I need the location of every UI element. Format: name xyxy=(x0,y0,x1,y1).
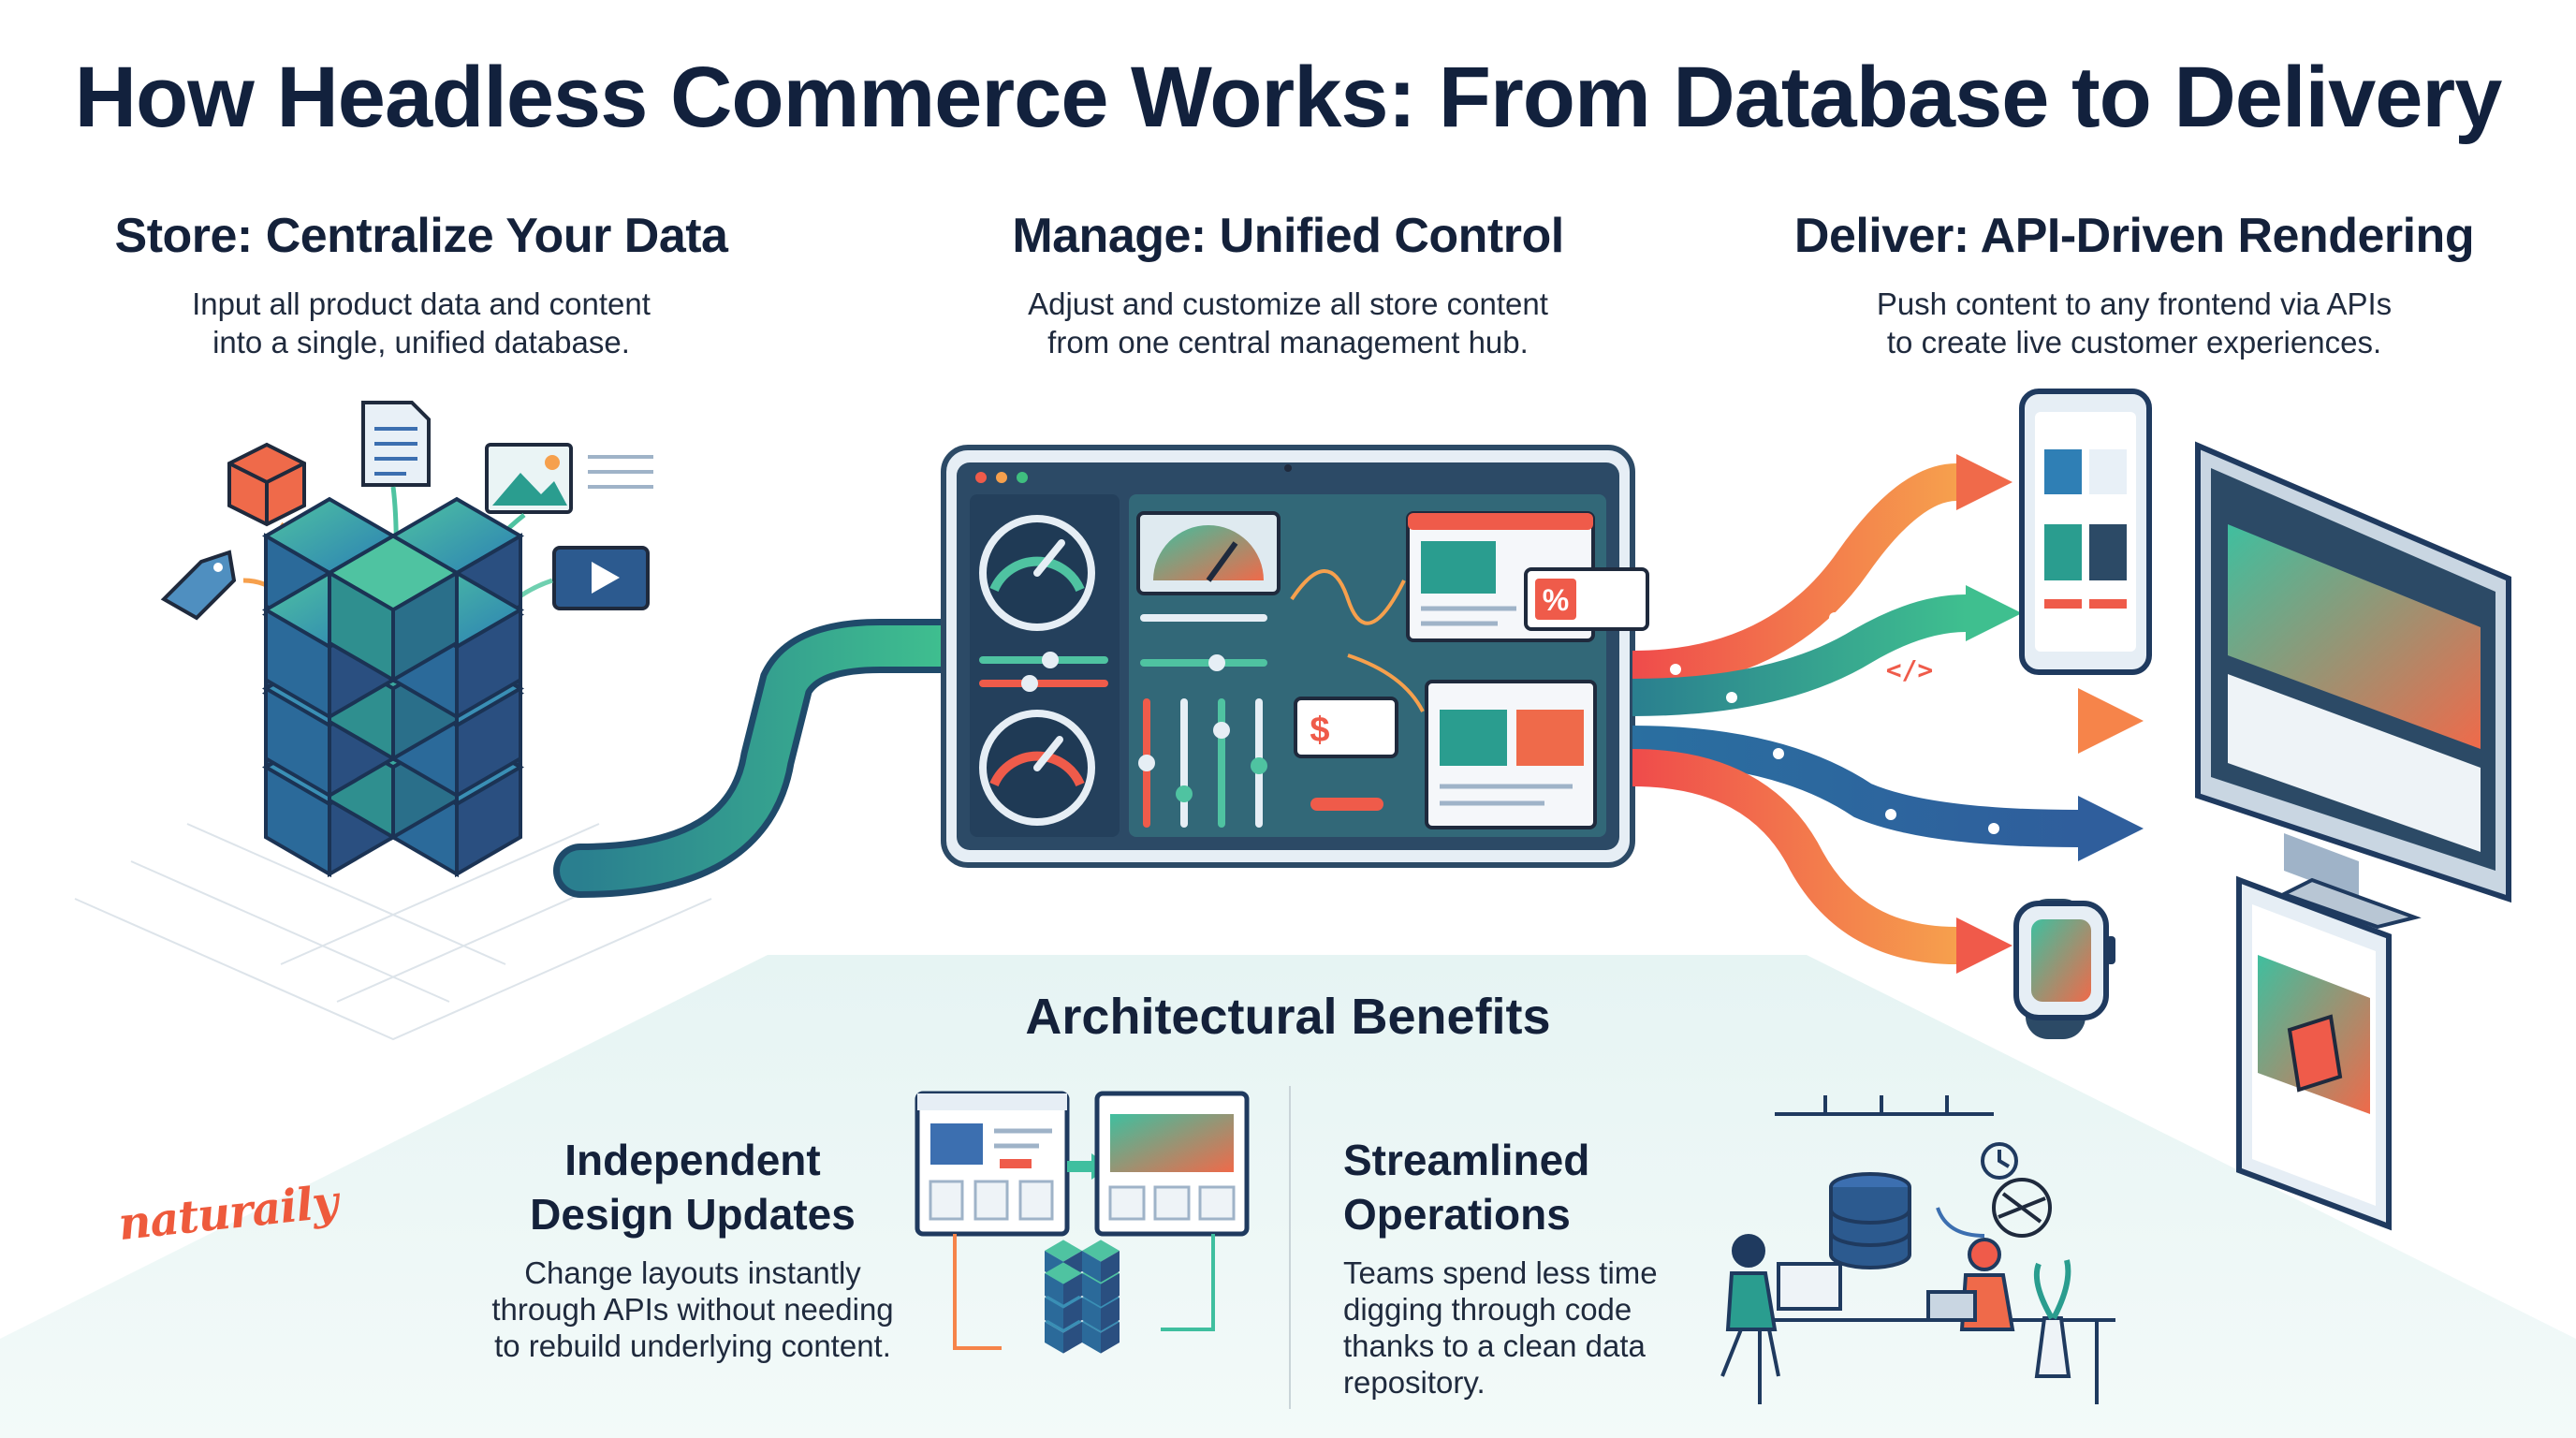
deliver-heading: Deliver: API-Driven Rendering xyxy=(1793,209,2475,263)
store-heading: Store: Centralize Your Data xyxy=(114,209,728,263)
manage-desc-line-1: Adjust and customize all store content xyxy=(1028,286,1548,321)
image-icon xyxy=(485,443,653,514)
benefits-heading: Architectural Benefits xyxy=(1025,989,1551,1045)
cube-face xyxy=(1101,1273,1120,1305)
cube-face xyxy=(1101,1251,1120,1283)
desktop-monitor xyxy=(2195,441,2511,930)
operations-illustration xyxy=(1720,1095,2115,1404)
smart-watch xyxy=(2013,899,2115,1039)
price-tag-icon xyxy=(160,550,237,621)
deliver-desc-line-1: Push content to any frontend via APIs xyxy=(1876,286,2393,321)
cube-face xyxy=(1063,1273,1082,1305)
design-text-line-1: Change layouts instantly xyxy=(524,1255,861,1290)
cube-face xyxy=(1063,1298,1082,1329)
percent-label: % xyxy=(1543,583,1569,617)
operations-text-line-3: thanks to a clean data xyxy=(1343,1328,1646,1363)
code-tag-icon: </> xyxy=(1886,654,1934,685)
manage-description: Adjust and customize all store content fr… xyxy=(867,285,1709,361)
api-flows xyxy=(1632,454,2144,974)
layout-update-illustration xyxy=(915,1091,1250,1354)
design-text-line-2: through APIs without needing xyxy=(491,1292,894,1327)
mobile-phone xyxy=(2019,389,2152,675)
page-title: How Headless Commerce Works: From Databa… xyxy=(74,50,2503,145)
manage-desc-line-2: from one central management hub. xyxy=(1047,325,1529,360)
manage-column: Manage: Unified Control Adjust and custo… xyxy=(867,208,1709,361)
cube-face xyxy=(455,684,522,800)
deliver-column: Deliver: API-Driven Rendering Push conte… xyxy=(1713,208,2555,361)
database-cube xyxy=(262,496,524,878)
store-desc-line-2: into a single, unified database. xyxy=(212,325,630,360)
deliver-desc-line-2: to create live customer experiences. xyxy=(1886,325,2382,360)
document-icon xyxy=(361,401,431,487)
store-column: Store: Centralize Your Data Input all pr… xyxy=(0,208,842,361)
cube-face xyxy=(1082,1298,1101,1329)
operations-title-line-1: Streamlined xyxy=(1343,1136,1590,1184)
cube-face xyxy=(455,606,522,721)
operations-text-line-2: digging through code xyxy=(1343,1292,1632,1327)
design-title-line-1: Independent xyxy=(564,1136,821,1184)
manage-heading: Manage: Unified Control xyxy=(1012,209,1564,263)
tablet-device xyxy=(2236,875,2392,1231)
operations-title-line-2: Operations xyxy=(1343,1190,1571,1239)
cube-face xyxy=(1101,1322,1120,1354)
store-description: Input all product data and content into a… xyxy=(0,285,842,361)
package-icon xyxy=(227,442,306,527)
store-desc-line-1: Input all product data and content xyxy=(192,286,651,321)
cube-face xyxy=(1082,1273,1101,1305)
design-title-line-2: Design Updates xyxy=(530,1190,856,1239)
grid-floor xyxy=(74,823,712,1041)
deliver-description: Push content to any frontend via APIs to … xyxy=(1713,285,2555,361)
cube-face xyxy=(1045,1322,1063,1354)
management-dashboard: % $ xyxy=(941,445,1649,868)
benefits-divider xyxy=(1289,1086,1291,1409)
cube-face xyxy=(391,569,459,683)
cube-face xyxy=(455,763,522,878)
design-text-line-3: to rebuild underlying content. xyxy=(494,1328,891,1363)
currency-label: $ xyxy=(1310,711,1329,750)
cube-face xyxy=(1045,1240,1082,1262)
operations-text-line-1: Teams spend less time xyxy=(1343,1255,1658,1290)
operations-text-line-4: repository. xyxy=(1343,1365,1486,1400)
cube-face xyxy=(1045,1273,1063,1305)
cube-face xyxy=(1063,1322,1082,1354)
cube-face xyxy=(1045,1262,1082,1284)
cube-face xyxy=(1082,1322,1101,1354)
cube-face xyxy=(1082,1240,1120,1262)
video-icon xyxy=(552,546,650,610)
cube-face xyxy=(1101,1298,1120,1329)
cube-face xyxy=(1082,1251,1101,1283)
cube-face xyxy=(1045,1298,1063,1329)
gauge-icon xyxy=(979,710,1095,826)
gauge-icon xyxy=(979,515,1095,631)
